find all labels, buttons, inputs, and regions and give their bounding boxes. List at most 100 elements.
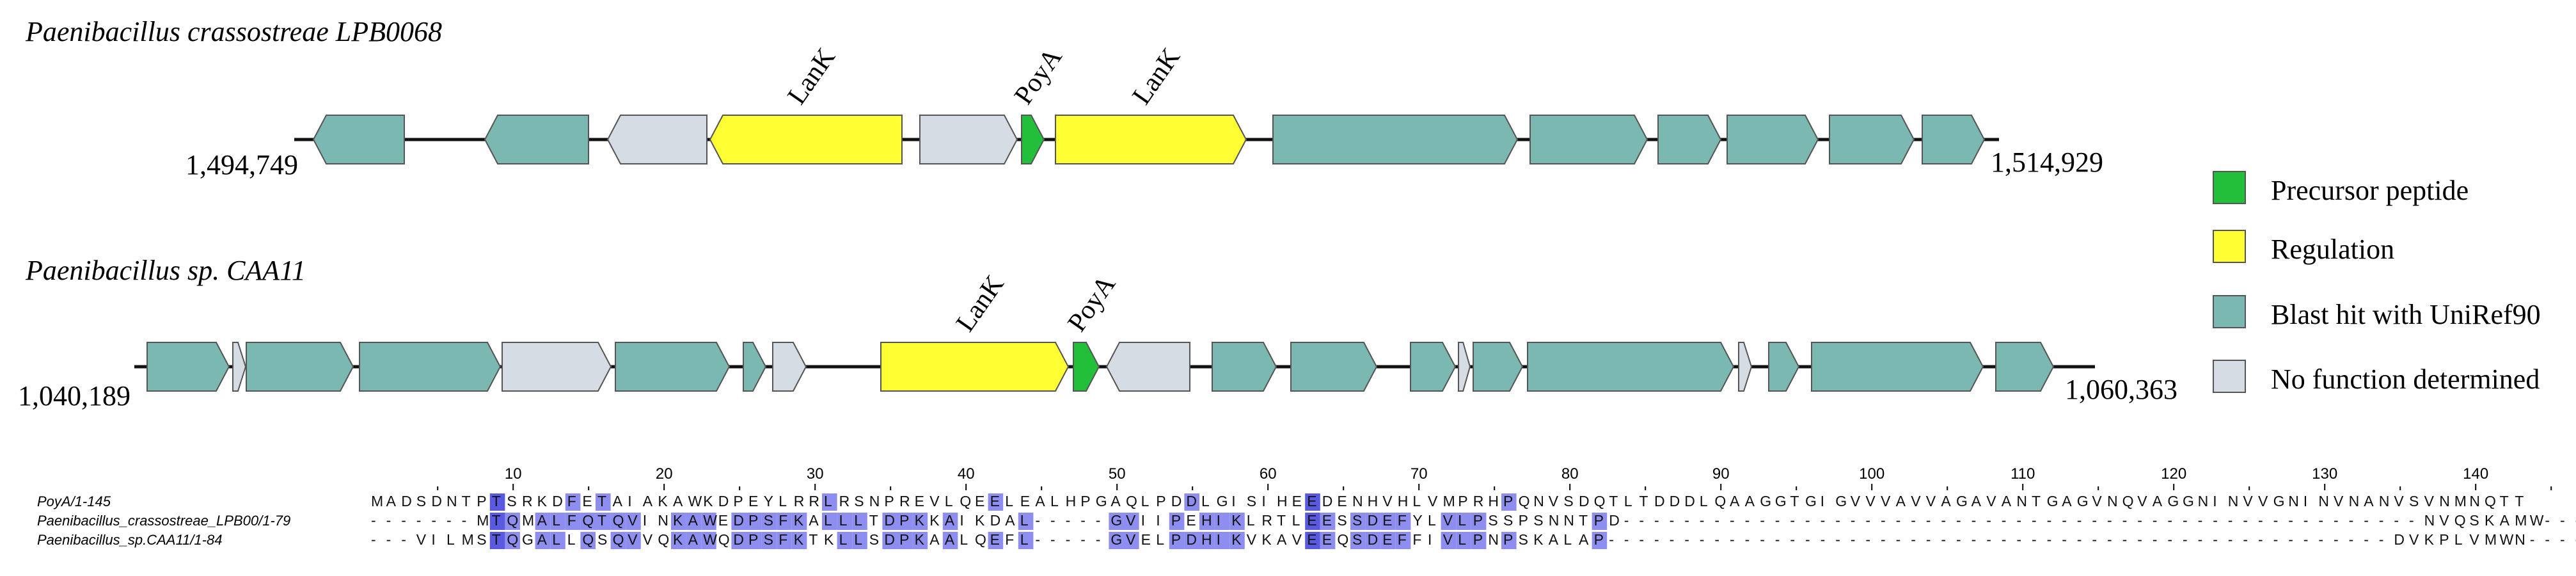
residue: - (1639, 531, 1644, 548)
residue: A (643, 493, 653, 509)
gene-arrow-blast (743, 342, 767, 392)
gene-label: LanK (782, 43, 842, 110)
residue: N (2198, 493, 2209, 509)
conserved-cell (596, 493, 611, 511)
conserved-cell (1229, 532, 1245, 549)
conserved-cell (1501, 532, 1517, 549)
residue: T (1609, 493, 1618, 509)
residue: L (839, 512, 848, 529)
residue: - (1096, 512, 1101, 529)
residue: - (1700, 531, 1705, 548)
gene-arrow-blast (1410, 342, 1457, 392)
residue: E (1337, 493, 1347, 509)
gene-arrow-unknown (919, 115, 1018, 164)
residue: P (1171, 531, 1181, 548)
residue: V (643, 531, 653, 548)
residue: V (929, 493, 940, 509)
residue: A (809, 512, 819, 529)
residue: D (733, 531, 744, 548)
residue: - (401, 512, 406, 529)
residue: E (1322, 512, 1332, 529)
conserved-cell (701, 513, 716, 530)
legend-swatch-regulation (2213, 230, 2246, 263)
conserved-cell (1229, 513, 1245, 530)
gene-arrow-blast (1473, 342, 1524, 392)
residue: A (1277, 531, 1287, 548)
alignment-residues: M--A--D--S-VD-IN-LT-MPMSTTTSQQRMGKAADLLF… (371, 493, 2576, 548)
residue: - (1714, 531, 1719, 548)
residue: T (1579, 512, 1588, 529)
residue: F (1398, 512, 1407, 529)
residue: - (2167, 512, 2172, 529)
residue: T (2500, 493, 2509, 509)
residue: V (1247, 531, 1257, 548)
residue: N (2439, 493, 2450, 509)
residue: K (703, 493, 713, 509)
residue: P (1458, 493, 1467, 509)
residue: K (824, 531, 834, 548)
residue: V (2409, 531, 2419, 548)
conserved-cell (761, 532, 777, 549)
residue: A (537, 531, 548, 548)
residue: Q (507, 512, 518, 529)
residue: S (477, 531, 486, 548)
ruler-tick-label: 130 (2312, 465, 2337, 483)
residue: - (2288, 531, 2293, 548)
residue: E (748, 493, 758, 509)
residue: R (1473, 493, 1484, 509)
conserved-cell (897, 532, 913, 549)
legend-label-precursor: Precursor peptide (2271, 175, 2469, 206)
residue: M (522, 512, 534, 529)
residue: M (2485, 531, 2497, 548)
conserved-cell (550, 513, 565, 530)
conserved-cell (535, 513, 551, 530)
ruler-tick-label: 140 (2463, 465, 2488, 483)
residue: I (1156, 512, 1160, 529)
residue: - (1760, 512, 1765, 529)
residue: R (1261, 512, 1272, 529)
residue: N (2107, 493, 2118, 509)
track-title: Paenibacillus crassostreae LPB0068 (25, 16, 442, 47)
conserved-cell (1184, 493, 1199, 511)
residue: E (915, 493, 924, 509)
residue: K (1231, 531, 1242, 548)
conserved-cell (671, 513, 686, 530)
residue: - (2183, 512, 2188, 529)
ruler-tick-label: 50 (1109, 465, 1126, 483)
gene-arrow-blast (1290, 342, 1378, 392)
residue: K (915, 512, 925, 529)
residue: E (975, 493, 984, 509)
residue: A (2062, 493, 2072, 509)
residue: S (416, 493, 426, 509)
residue: - (1851, 531, 1856, 548)
residue: N (2424, 512, 2435, 529)
residue: T (492, 531, 501, 548)
residue: L (778, 493, 787, 509)
gene-arrow-blast (1811, 342, 1984, 392)
conserved-cell (852, 532, 867, 549)
residue: - (2243, 531, 2248, 548)
residue: V (628, 512, 638, 529)
residue: T (2515, 493, 2524, 509)
residue: - (2062, 531, 2067, 548)
residue: W (688, 493, 702, 509)
residue: F (567, 493, 576, 509)
gene-arrows (312, 115, 1986, 164)
residue: N (1563, 512, 1574, 529)
residue: D (2394, 531, 2405, 548)
residue: L (1458, 531, 1466, 548)
residue: - (2409, 512, 2414, 529)
legend-label-unknown: No function determined (2271, 364, 2540, 395)
residue: V (1428, 493, 1438, 509)
conserved-cell (731, 532, 747, 549)
residue: A (537, 512, 548, 529)
residue: - (2107, 512, 2112, 529)
residue: A (673, 493, 683, 509)
residue: - (2394, 512, 2399, 529)
residue: - (1684, 512, 1689, 529)
residue: T (1639, 493, 1648, 509)
residue: L (1156, 531, 1164, 548)
residue: L (1292, 512, 1300, 529)
conserved-cell (610, 532, 626, 549)
